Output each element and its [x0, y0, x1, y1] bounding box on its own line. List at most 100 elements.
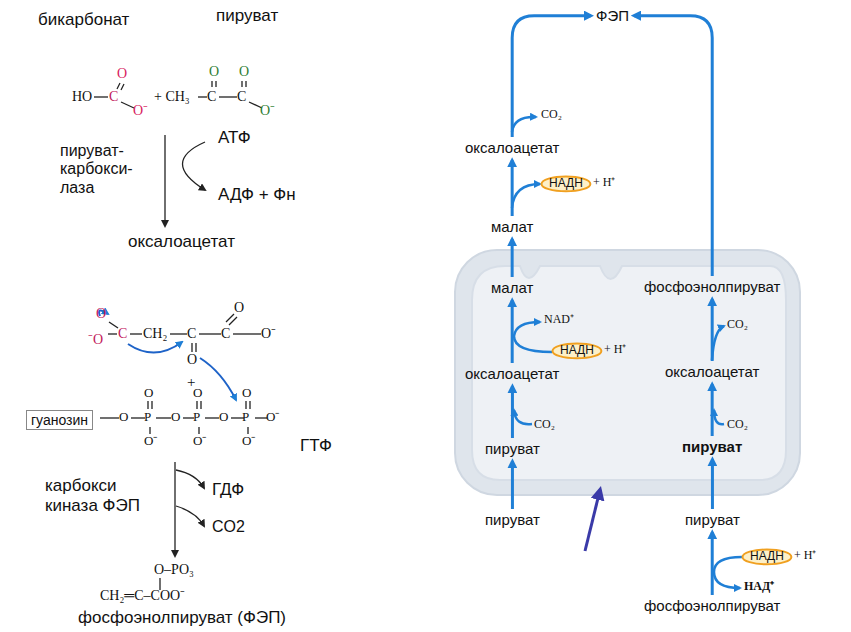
metabolite-node: пируват — [483, 510, 542, 529]
node-text: НАДН — [750, 550, 784, 564]
pathway-arrow — [511, 461, 514, 509]
text-label: O — [171, 410, 180, 425]
text-label: CO₂ — [541, 108, 562, 122]
text-label: CO2 — [212, 518, 245, 536]
node-text: фосфоэнолпируват — [644, 278, 780, 295]
node-text: фосфоэнолпируват — [644, 597, 780, 614]
text-label: пируват — [216, 6, 278, 26]
text-label: CO₂ — [727, 318, 748, 332]
pathway-arrow — [711, 299, 714, 361]
electron-arrows — [99, 310, 236, 400]
pathway-arrow — [511, 386, 514, 438]
text-label: + H⁺ — [794, 549, 816, 563]
metabolite-node: малат — [489, 278, 535, 297]
cofactor-ellipse: НАДН — [540, 175, 592, 193]
text-label: O⁻ — [260, 103, 275, 119]
metabolite-node: фосфоэнолпируват — [642, 596, 782, 615]
text-label: O — [242, 386, 251, 401]
metabolite-node: малат — [489, 217, 535, 236]
text-label: пируват- карбокси- лаза — [60, 142, 155, 197]
text-label: O — [193, 386, 202, 401]
pathway-arrow — [711, 459, 714, 509]
text-label: C — [109, 89, 118, 105]
text-label: CH₂ — [143, 326, 167, 342]
node-text: оксалоацетат — [465, 365, 559, 382]
node-text: НАДН — [549, 177, 583, 191]
metabolite-node: пируват — [683, 510, 742, 529]
text-label: O — [144, 386, 153, 401]
text-label: O — [219, 410, 228, 425]
cofactor-ellipse: НАДН — [741, 548, 793, 566]
text-label: АТФ — [218, 128, 251, 148]
text-label: P — [242, 410, 249, 425]
text-label: оксалоацетат — [128, 232, 235, 252]
metabolite-node: оксалоацетат — [463, 138, 561, 157]
text-label: ГТФ — [300, 436, 332, 456]
text-label: O — [117, 66, 127, 82]
text-label: фосфоэнолпируват (ФЭП) — [78, 608, 286, 628]
text-label: P — [193, 410, 200, 425]
text-label: C — [187, 326, 196, 342]
node-text: пируват — [485, 440, 540, 457]
pathway-arrow — [511, 300, 514, 363]
pathway-arrow — [511, 160, 514, 216]
pointer-arrow — [585, 490, 600, 551]
metabolite-node: ФЭП — [594, 6, 631, 25]
text-label: O — [187, 352, 197, 368]
text-label: C — [237, 89, 246, 105]
pathway-arrow — [512, 16, 591, 137]
text-label: CO₂ — [727, 418, 748, 432]
text-label: карбокси киназа ФЭП — [45, 476, 157, 515]
node-text: пируват — [485, 511, 540, 528]
node-text: малат — [491, 279, 533, 296]
text-label: ⁻O — [88, 332, 103, 348]
text-label: O⁻ — [193, 434, 206, 449]
text-label: O — [96, 306, 106, 322]
node-text: пируват — [682, 438, 742, 455]
pathway-arrow — [634, 16, 712, 276]
metabolite-node: оксалоацетат — [663, 362, 761, 381]
text-label: P — [144, 410, 151, 425]
metabolite-node: пируват — [483, 439, 542, 458]
node-text: оксалоацетат — [665, 363, 759, 380]
text-label: O — [239, 64, 249, 80]
molecule-box: гуанозин — [26, 410, 93, 430]
text-label: O⁻ — [144, 434, 157, 449]
text-label: NAD⁺ — [544, 313, 574, 327]
node-text: НАДН — [560, 344, 594, 358]
text-label: O — [119, 410, 128, 425]
text-label: бикарбонат — [38, 10, 129, 30]
text-label: O⁻ — [242, 434, 255, 449]
node-text: гуанозин — [31, 412, 88, 428]
text-label: O — [209, 64, 219, 80]
text-label: + CH₃ — [154, 89, 190, 105]
text-label: ГДФ — [212, 480, 244, 500]
text-label: O⁻ — [261, 326, 276, 342]
pathway-arrow — [511, 239, 514, 277]
text-label: C — [118, 326, 127, 342]
text-label: CH₂═C–COO⁻ — [100, 588, 185, 604]
text-label: O⁻ — [266, 410, 279, 425]
text-label: C — [207, 89, 216, 105]
text-label: CO₂ — [534, 418, 555, 432]
text-label: O — [234, 300, 244, 316]
text-label: O⁻ — [133, 103, 148, 119]
node-text: пируват — [685, 511, 740, 528]
text-label: HO — [72, 89, 92, 105]
metabolite-node: оксалоацетат — [463, 364, 561, 383]
pathway-arrow — [711, 532, 714, 595]
node-text: ФЭП — [596, 7, 629, 24]
node-text: оксалоацетат — [465, 139, 559, 156]
node-text: малат — [491, 218, 533, 235]
mitochondrion — [455, 250, 800, 495]
metabolite-node: фосфоэнолпируват — [642, 277, 782, 296]
text-label: НАД⁺ — [744, 580, 774, 594]
pathway-arrow — [711, 384, 714, 436]
text-label: + H⁺ — [604, 343, 626, 357]
text-label: O–PO₃ — [154, 562, 194, 578]
text-label: + H⁺ — [593, 176, 615, 190]
text-label: АДФ + Фн — [218, 185, 296, 205]
text-label: C — [221, 326, 230, 342]
